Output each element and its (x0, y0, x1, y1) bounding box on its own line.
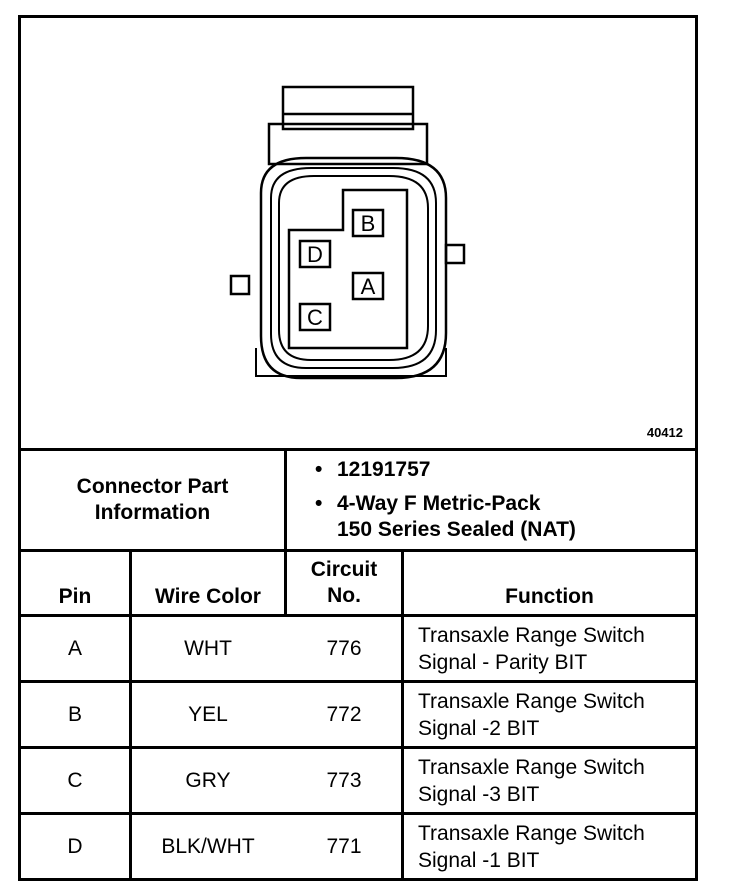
cell-circuit: 772 (326, 702, 362, 726)
cell-function: Transaxle Range Switch Signal -1 BIT (418, 821, 645, 872)
cell-pin: C (67, 768, 83, 792)
pin-label: A (361, 274, 376, 299)
connector-face-diagram: B D A C 40412 (21, 18, 695, 448)
pin-label: B (361, 211, 376, 236)
cell-wire-color: GRY (185, 768, 231, 792)
divider (21, 746, 695, 749)
pin-d-box (298, 239, 332, 269)
header-pin: Pin (58, 585, 92, 608)
figure-id: 40412 (646, 425, 683, 440)
cell-function: Transaxle Range Switch Signal - Parity B… (418, 623, 645, 674)
divider (21, 812, 695, 815)
latch-base (267, 122, 429, 166)
cell-function: Transaxle Range Switch Signal -3 BIT (418, 755, 645, 806)
terminal-cavity (287, 188, 409, 350)
side-key-right (444, 243, 466, 265)
divider (21, 680, 695, 683)
cell-wire-color: YEL (188, 702, 228, 726)
part-description: 150 Series Sealed (NAT) (337, 518, 576, 541)
connector-sheet: B D A C 40412 Connector Part Information… (18, 15, 698, 881)
connector-drawing: B D A C (229, 85, 466, 380)
part-number: 12191757 (337, 458, 431, 481)
cell-pin: A (67, 636, 82, 660)
pin-label: D (307, 242, 323, 267)
cell-wire-color: BLK/WHT (161, 834, 255, 858)
divider (401, 549, 404, 881)
header-wire-color: Wire Color (155, 585, 261, 608)
divider (21, 614, 695, 617)
cell-circuit: 771 (326, 834, 362, 858)
cell-pin: B (67, 702, 82, 726)
outer-shell (259, 156, 448, 380)
pin-b-box (351, 208, 385, 238)
cell-wire-color: WHT (184, 636, 232, 660)
divider (129, 549, 132, 881)
bullet: • (315, 458, 323, 481)
cell-function: Transaxle Range Switch Signal -2 BIT (418, 689, 645, 740)
part-info-label: Connector Part Information (76, 475, 229, 524)
part-info-values: • 12191757 • 4-Way F Metric-Pack 150 Ser… (287, 451, 695, 549)
cell-circuit: 773 (326, 768, 362, 792)
bullet: • (315, 492, 323, 515)
header-function: Function (505, 585, 594, 608)
pin-c-box (298, 302, 332, 332)
part-description: 4-Way F Metric-Pack (337, 492, 541, 515)
pin-a-box (351, 271, 385, 301)
cell-circuit: 776 (326, 636, 362, 660)
pin-label: C (307, 305, 323, 330)
divider (284, 448, 287, 614)
latch-top (281, 85, 415, 131)
divider (21, 549, 695, 552)
divider (21, 448, 695, 451)
side-key-left (229, 274, 251, 296)
cell-pin: D (67, 834, 83, 858)
header-circuit-no: Circuit No. (310, 558, 378, 607)
